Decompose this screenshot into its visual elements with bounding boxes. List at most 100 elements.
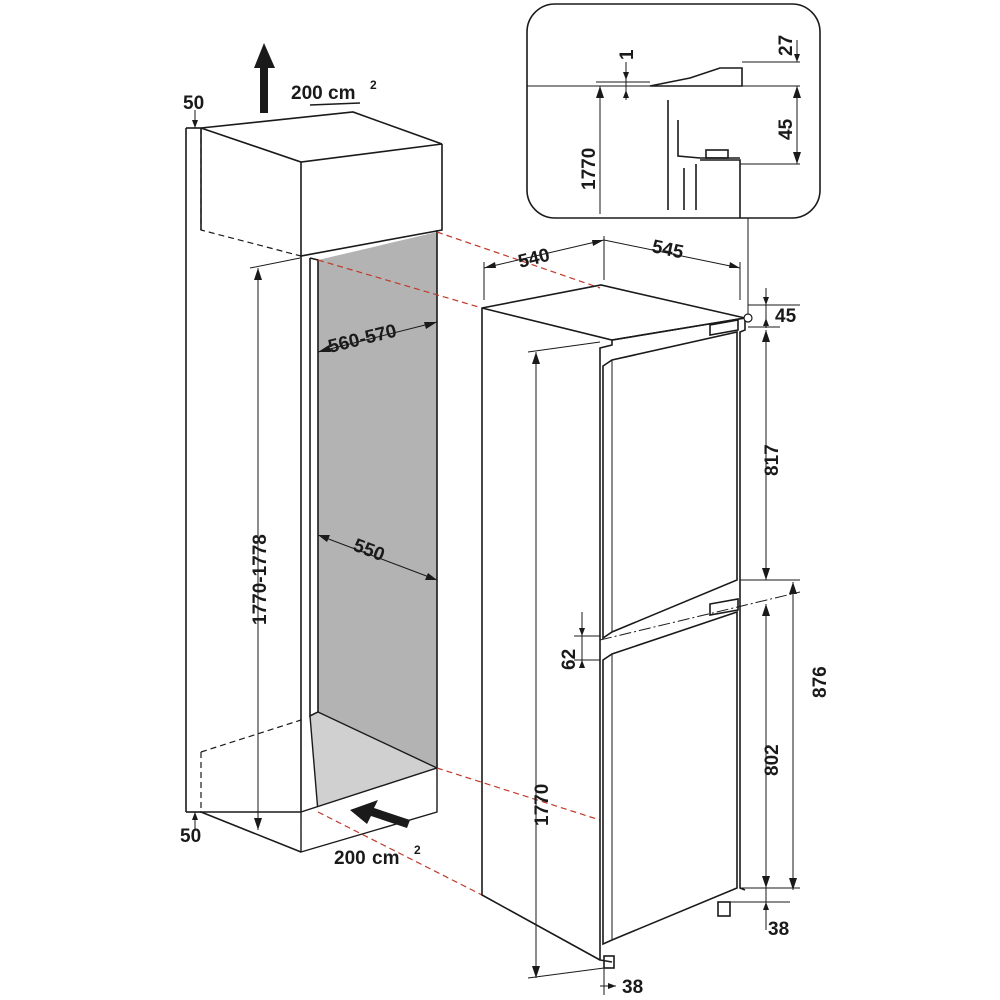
detail-height-label: 1770 <box>579 148 600 190</box>
right-offset-arrow <box>763 902 769 910</box>
appliance-width-label: 545 <box>650 236 686 263</box>
appliance-left-side <box>481 308 601 961</box>
door-gap-arrow-top <box>579 628 585 636</box>
top-offset-label: 45 <box>775 306 797 327</box>
detail-gap-arrow-bottom <box>623 90 629 98</box>
niche-depth-line <box>317 534 438 581</box>
niche-width-line <box>317 321 438 353</box>
detail-top-arrow <box>794 54 800 62</box>
depth-arrow-left <box>484 262 496 268</box>
plinth-bottom-edge <box>200 811 302 853</box>
cabinet-dimensions <box>192 110 438 830</box>
appliance-dimensions <box>483 218 801 995</box>
cabinet-top-box-front <box>300 144 443 257</box>
upper-door <box>602 331 738 640</box>
niche-depth-arrow-right <box>425 573 437 580</box>
cabinet-top-box-inner <box>309 102 361 106</box>
vent-bottom-sup: 2 <box>414 843 421 857</box>
niche-width-arrow-right <box>424 322 437 329</box>
width-arrow-right <box>729 262 740 268</box>
guide-top-left <box>317 259 483 309</box>
lower-door-arrow-top <box>762 604 770 616</box>
appliance <box>481 284 746 969</box>
plinth-hidden <box>200 719 302 753</box>
detail-gap-arrow-top <box>623 72 629 80</box>
detail-offset-arrow-top <box>793 86 801 98</box>
height-ext-bottom <box>527 967 605 979</box>
vent-top-arrow <box>254 43 275 113</box>
appliance-front-edge <box>599 340 613 963</box>
cabinet-top-hidden <box>200 128 302 257</box>
upper-door-arrow-top <box>762 330 770 342</box>
niche-height-arrow-top <box>254 268 262 280</box>
depth-arrow-right <box>592 240 604 246</box>
niche-height-label: 1770-1778 <box>250 534 271 625</box>
lower-door-arrow-bottom <box>762 876 770 888</box>
right-foot <box>717 901 731 917</box>
vent-top-area: 200 <box>291 83 323 104</box>
bottom-offset-arrow <box>608 983 616 989</box>
height-arrow-bottom <box>532 966 540 978</box>
guide-top-right <box>436 231 601 289</box>
top-gap-arrow <box>192 120 198 128</box>
niche-back-wall <box>318 232 437 812</box>
guide-bottom-left <box>317 811 483 896</box>
front-foot <box>603 955 615 969</box>
vent-bottom-arrow <box>350 800 410 828</box>
top-gap-label: 50 <box>183 93 204 114</box>
detail-appliance-top <box>700 159 741 218</box>
top-offset-arrow-bottom <box>763 318 769 326</box>
height-ext-top <box>527 341 601 353</box>
niche-height-ext-top <box>249 257 301 269</box>
detail-top-label: 27 <box>776 35 797 56</box>
detail-leader-dot <box>743 313 753 323</box>
cabinet-top-box-top <box>200 111 443 163</box>
detail-bracket <box>677 120 740 159</box>
right-offset-label: 38 <box>768 919 789 940</box>
niche-height-arrow-bottom <box>254 818 262 830</box>
lower-section-label: 876 <box>810 666 831 698</box>
vent-top-sup: 2 <box>370 78 377 92</box>
top-offset-arrow-top <box>763 297 769 305</box>
cabinet <box>185 43 443 853</box>
height-arrow-top <box>532 352 540 364</box>
middle-hinge <box>709 598 739 616</box>
lower-section-arrow-bottom <box>789 878 797 890</box>
appliance-height-label: 1770 <box>532 784 553 826</box>
niche-left-frame-inner <box>309 257 319 718</box>
width-line <box>603 239 741 269</box>
lower-door-label: 802 <box>762 744 783 776</box>
upper-door-arrow-bottom <box>762 568 770 580</box>
appliance-top <box>481 284 746 341</box>
detail-height-arrow <box>596 86 604 98</box>
door-gap-label: 62 <box>559 649 580 670</box>
lower-section-arrow-top <box>789 582 797 594</box>
alignment-guides <box>317 231 601 896</box>
bottom-gap-arrow <box>192 812 198 820</box>
bottom-gap-label: 50 <box>180 826 201 847</box>
vent-bottom-unit: cm <box>372 848 399 869</box>
appliance-top-front <box>611 317 746 341</box>
detail-gap-label: 1 <box>617 49 638 60</box>
detail-offset-label: 45 <box>776 118 797 140</box>
lower-door <box>602 610 738 946</box>
upper-door-label: 817 <box>762 444 783 476</box>
appliance-right-edge <box>739 318 746 891</box>
vent-bottom-area: 200 <box>334 848 366 869</box>
labels: 200 cm 2 200 cm 2 50 50 560-570 1770-177… <box>180 35 831 998</box>
appliance-depth-label: 540 <box>516 245 552 273</box>
bottom-offset-label: 38 <box>622 977 643 998</box>
detail-frame <box>526 3 821 219</box>
door-divider-line <box>599 591 801 641</box>
guide-bottom-right <box>436 767 601 821</box>
niche-depth-arrow-left <box>318 535 330 542</box>
top-hinge <box>709 319 739 336</box>
detail-offset-arrow-bottom <box>793 152 801 164</box>
detail-block <box>705 149 729 159</box>
door-gap-arrow-bottom <box>579 660 585 668</box>
depth-line <box>483 239 605 269</box>
detail-hinge <box>649 67 743 87</box>
vent-top-unit: cm <box>328 83 355 104</box>
detail-view <box>526 3 821 219</box>
